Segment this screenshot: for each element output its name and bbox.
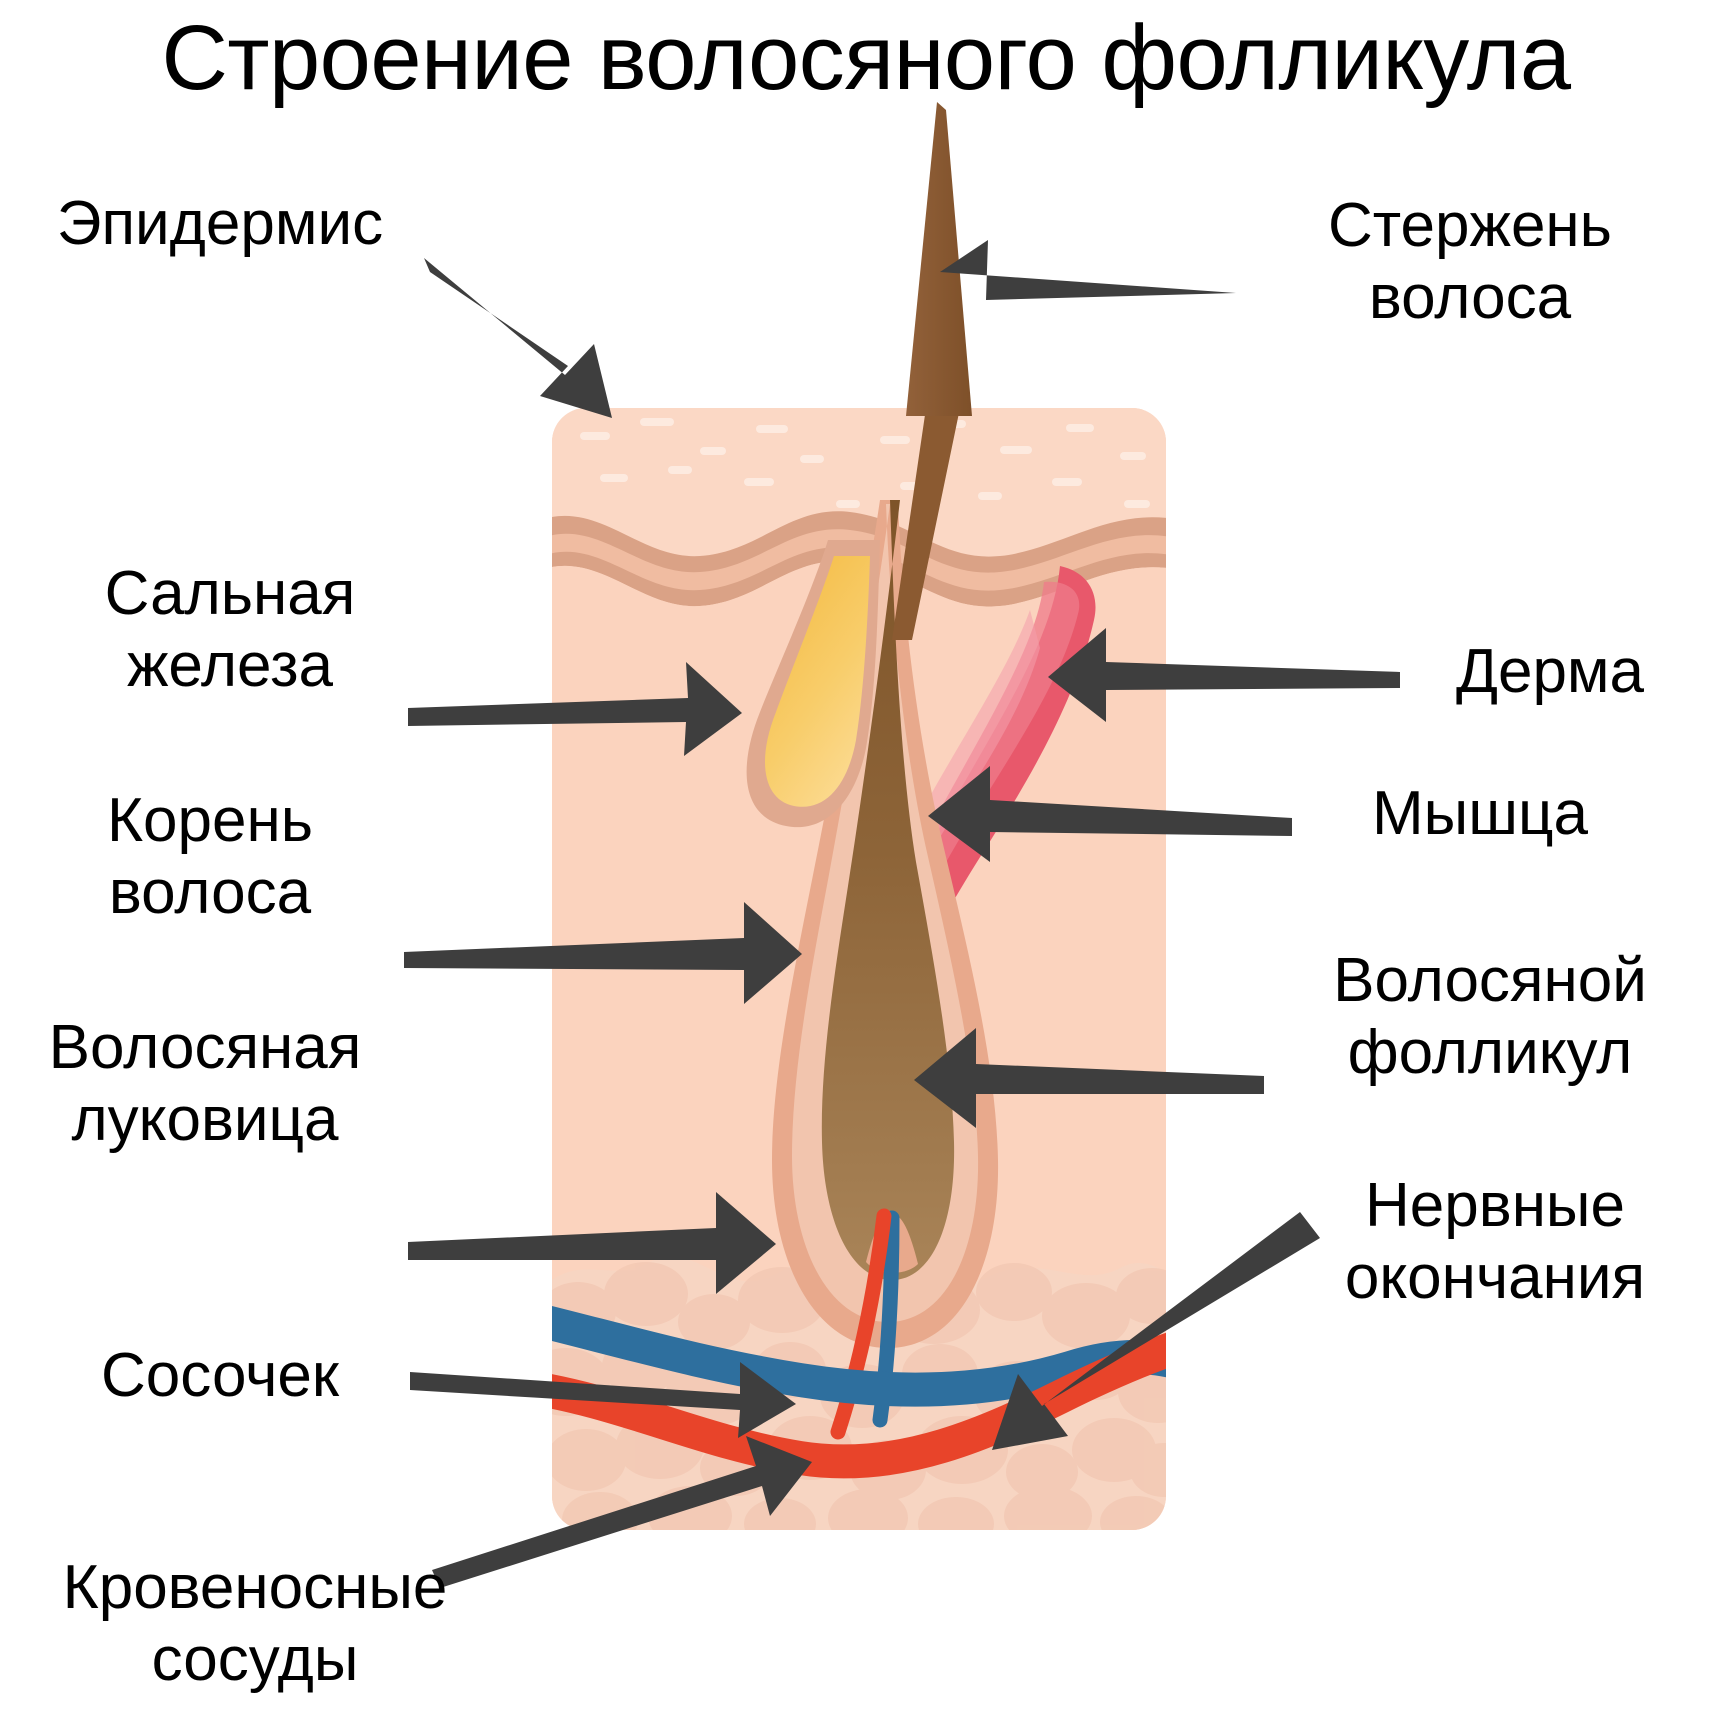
artery — [552, 1313, 1166, 1479]
arrow-blood-vessels — [432, 1436, 812, 1588]
label-hair-shaft: Стержень волоса — [1328, 191, 1612, 332]
label-papilla: Сосочек — [101, 1341, 339, 1410]
label-hair-bulb: Волосяная луковица — [48, 1013, 362, 1154]
hair-shaft — [906, 102, 972, 416]
papilla-capillary-artery — [830, 1208, 892, 1440]
arrow-muscle — [928, 766, 1292, 862]
arrow-sebaceous-gland — [408, 662, 742, 756]
label-epidermis: Эпидермис — [56, 189, 384, 258]
arrow-hair-root — [404, 902, 802, 1004]
label-hair-follicle: Волосяной фолликул — [1333, 946, 1647, 1087]
arrow-epidermis — [424, 258, 612, 418]
label-sebaceous-gland: Сальная железа — [104, 559, 356, 700]
label-muscle: Мышца — [1372, 779, 1588, 848]
arrow-hair-follicle — [914, 1028, 1264, 1128]
sebaceous-gland — [764, 556, 870, 807]
label-nerve-endings: Нервные окончания — [1344, 1171, 1646, 1312]
arrow-hair-bulb — [408, 1192, 776, 1294]
page-title: Строение волосяного фолликула — [161, 7, 1571, 109]
pointer-arrows — [404, 240, 1400, 1588]
arrow-papilla — [410, 1362, 796, 1438]
label-blood-vessels: Кровеносные сосуды — [62, 1553, 448, 1694]
arrow-hair-shaft — [940, 240, 1236, 300]
arrow-dermis — [1048, 628, 1400, 722]
label-hair-root: Корень волоса — [106, 786, 314, 927]
label-dermis: Дерма — [1455, 637, 1645, 706]
arrow-nerve-endings — [992, 1212, 1320, 1450]
skin-cross-section — [552, 408, 1166, 1530]
